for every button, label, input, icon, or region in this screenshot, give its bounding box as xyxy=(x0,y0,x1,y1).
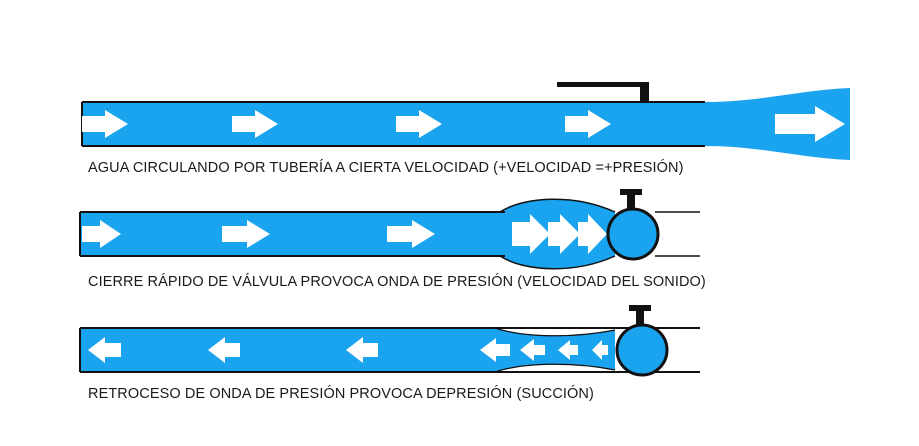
caption-flow: AGUA CIRCULANDO POR TUBERÍA A CIERTA VEL… xyxy=(88,160,684,176)
panel-suction xyxy=(79,305,700,377)
arrow-right-icon xyxy=(232,110,278,138)
caption-pressure-wave: CIERRE RÁPIDO DE VÁLVULA PROVOCA ONDA DE… xyxy=(88,274,706,290)
arrow-right-icon xyxy=(82,220,121,248)
arrow-left-icon xyxy=(480,338,510,362)
pressure-bulge-outline xyxy=(499,198,616,270)
valve-icon xyxy=(615,305,669,377)
panel-pressure-wave xyxy=(79,189,700,270)
arrow-left-icon xyxy=(208,337,240,363)
arrow-left-icon xyxy=(558,340,578,360)
arrow-left-icon xyxy=(520,339,545,361)
caption-suction: RETROCESO DE ONDA DE PRESIÓN PROVOCA DEP… xyxy=(88,386,594,402)
arrow-right-icon xyxy=(775,106,845,142)
arrow-right-icon xyxy=(565,110,611,138)
panel-flow xyxy=(81,82,850,160)
arrow-right-icon xyxy=(387,220,435,248)
arrow-right-icon xyxy=(82,110,128,138)
arrow-right-icon xyxy=(548,214,580,254)
valve-icon xyxy=(606,189,660,261)
flow-arrows xyxy=(82,106,845,142)
flow-arrows xyxy=(82,214,607,254)
suction-contour xyxy=(494,327,616,373)
water-pressure-body xyxy=(80,199,615,269)
arrow-right-icon xyxy=(222,220,270,248)
return-arrows xyxy=(88,337,608,363)
arrow-right-icon xyxy=(578,214,607,254)
water-flow-body xyxy=(82,88,850,160)
arrow-left-icon xyxy=(88,337,121,363)
arrow-right-icon xyxy=(396,110,442,138)
valve-handle-open xyxy=(557,82,649,102)
arrow-right-icon xyxy=(512,214,550,254)
arrow-left-icon xyxy=(346,337,378,363)
arrow-left-icon xyxy=(592,340,608,360)
